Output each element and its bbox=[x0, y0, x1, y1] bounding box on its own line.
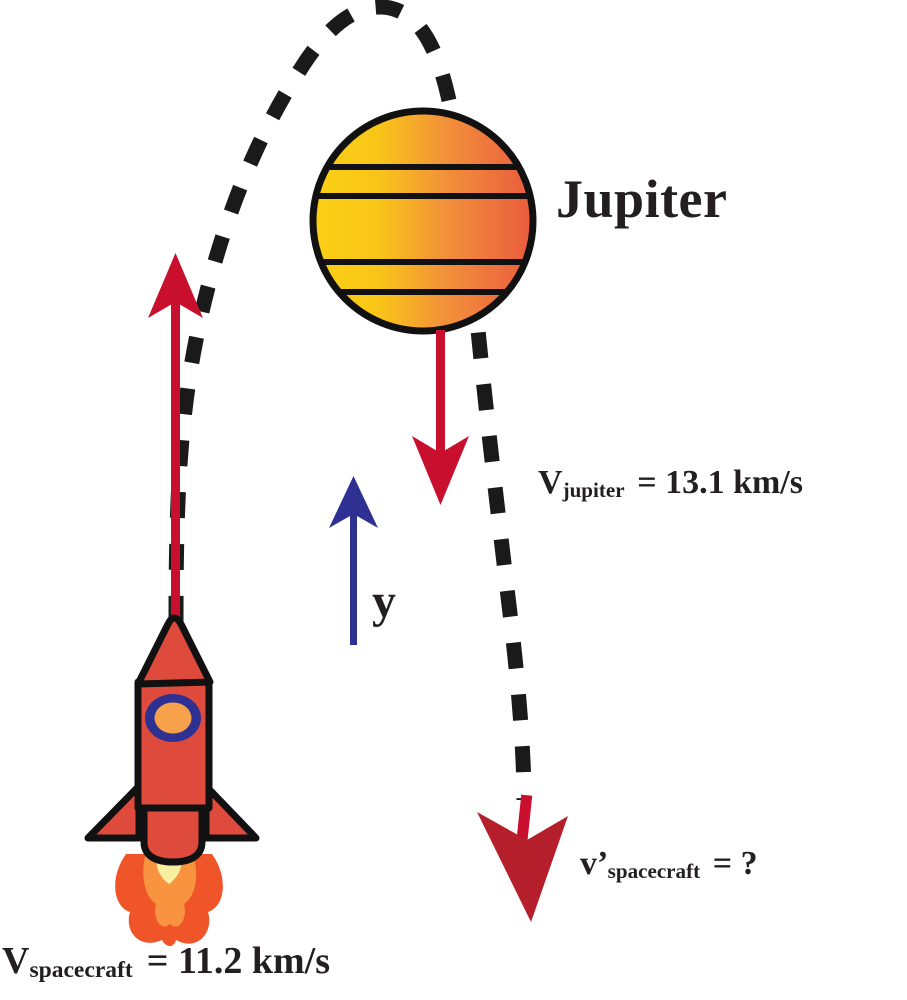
velocity-arrow-jupiter-down bbox=[412, 330, 469, 505]
v-prime-subscript: spacecraft bbox=[607, 858, 701, 883]
rocket-fin-right bbox=[202, 782, 260, 842]
v-jupiter-equals: = bbox=[637, 464, 657, 501]
v-prime-mark: ’ bbox=[597, 845, 608, 882]
rocket-flame bbox=[115, 852, 223, 946]
rocket-nose-cone bbox=[134, 614, 214, 688]
v-jupiter-value: 13.1 km/s bbox=[665, 464, 803, 501]
v-jupiter-symbol: V bbox=[538, 464, 563, 501]
velocity-arrow-spacecraft-up bbox=[148, 253, 203, 627]
v-spacecraft-symbol: V bbox=[2, 940, 30, 982]
v-prime-symbol: v bbox=[580, 845, 597, 882]
velocity-arrow-spacecraft-final bbox=[477, 794, 568, 922]
y-axis-label: y bbox=[372, 575, 396, 628]
v-prime-value: ? bbox=[740, 845, 758, 882]
rocket-porthole bbox=[145, 694, 201, 742]
v-spacecraft-subscript: spacecraft bbox=[29, 957, 133, 984]
jupiter-planet bbox=[309, 107, 537, 335]
v-spacecraft-equals: = bbox=[146, 940, 169, 982]
v-spacecraft-final-label: v’spacecraft = ? bbox=[580, 845, 758, 883]
spacecraft-rocket bbox=[84, 614, 260, 946]
rocket-nozzle bbox=[140, 802, 206, 866]
v-jupiter-label: Vjupiter = 13.1 km/s bbox=[538, 464, 803, 502]
spacecraft-trajectory-dashed bbox=[168, 0, 532, 801]
v-spacecraft-value: 11.2 km/s bbox=[177, 940, 330, 982]
v-prime-equals: = bbox=[712, 845, 733, 882]
jupiter-label: Jupiter bbox=[556, 169, 728, 229]
jupiter-bands bbox=[313, 164, 533, 295]
rocket-fin-left bbox=[84, 782, 143, 842]
v-jupiter-subscript: jupiter bbox=[562, 477, 625, 502]
v-spacecraft-initial-label: Vspacecraft = 11.2 km/s bbox=[2, 940, 330, 984]
y-axis-arrow bbox=[329, 476, 378, 645]
